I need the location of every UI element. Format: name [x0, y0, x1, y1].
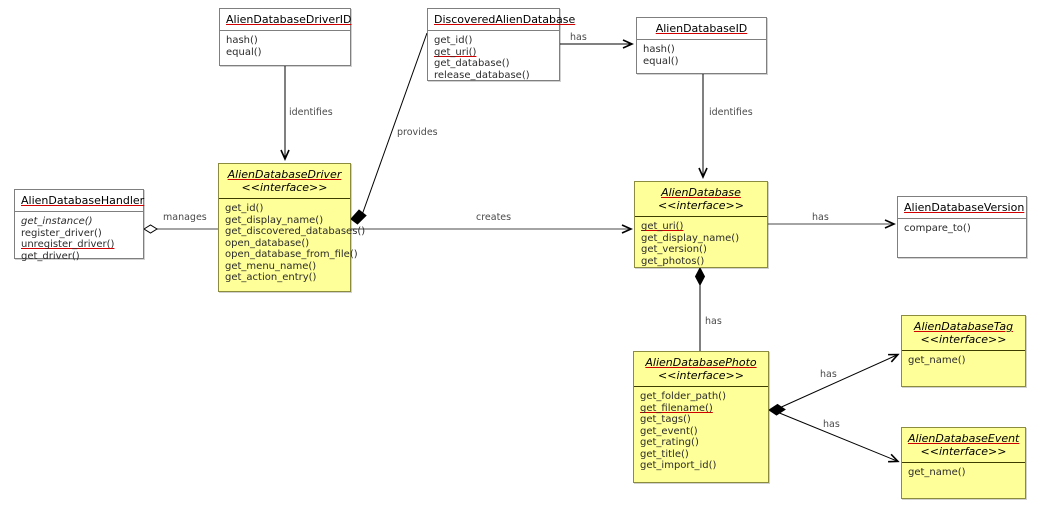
- class-member: get_id(): [225, 203, 264, 214]
- class-name-alien-database-event: AlienDatabaseEvent: [908, 432, 1020, 445]
- class-box-alien-database-tag[interactable]: AlienDatabaseTag<<interface>> get_name(): [901, 315, 1026, 387]
- class-stereotype-alien-database-event: <<interface>>: [920, 445, 1007, 458]
- class-name-alien-database-tag: AlienDatabaseTag: [913, 320, 1014, 333]
- class-box-alien-database-id[interactable]: AlienDatabaseID hash()equal(): [636, 17, 767, 74]
- class-members-alien-database-driver-id: hash()equal(): [220, 31, 350, 63]
- class-header-alien-database-driver: AlienDatabaseDriver<<interface>>: [219, 164, 350, 199]
- class-members-alien-database: get_uri()get_display_name()get_version()…: [635, 217, 767, 272]
- edge-label-creates: creates: [476, 212, 512, 223]
- class-member: open_database_from_file(): [225, 249, 358, 260]
- class-header-alien-database-tag: AlienDatabaseTag<<interface>>: [902, 316, 1025, 351]
- edge-label-has-database-id: has: [570, 32, 587, 43]
- class-name-alien-database-handler: AlienDatabaseHandler: [21, 194, 145, 207]
- connector-manages: [143, 224, 218, 234]
- class-member: get_folder_path(): [640, 391, 726, 402]
- class-member: get_tags(): [640, 414, 691, 425]
- class-member: get_driver(): [21, 250, 80, 262]
- class-header-alien-database-event: AlienDatabaseEvent<<interface>>: [902, 428, 1025, 463]
- class-member: get_name(): [908, 355, 966, 366]
- class-member: equal(): [226, 46, 262, 58]
- class-name-alien-database-driver-id: AlienDatabaseDriverID: [226, 13, 352, 26]
- class-member: get_title(): [640, 448, 689, 460]
- edge-label-provides: provides: [397, 127, 438, 138]
- class-member: open_database(): [225, 237, 310, 249]
- class-header-alien-database-photo: AlienDatabasePhoto<<interface>>: [634, 352, 768, 387]
- class-box-discovered-alien-database[interactable]: DiscoveredAlienDatabase get_id()get_uri()…: [427, 8, 576, 81]
- class-member: unregister_driver(): [21, 239, 115, 250]
- class-member: register_driver(): [21, 227, 102, 239]
- class-members-alien-database-photo: get_folder_path()get_filename()get_tags(…: [634, 387, 768, 477]
- edge-label-identifies-database: identifies: [709, 107, 753, 118]
- class-member: compare_to(): [904, 223, 971, 234]
- class-header-discovered-alien-database: DiscoveredAlienDatabase: [428, 9, 576, 31]
- class-member: get_display_name(): [641, 232, 740, 244]
- class-member: get_version(): [641, 244, 707, 255]
- class-stereotype-alien-database-driver: <<interface>>: [241, 181, 328, 194]
- edge-label-has-event: has: [823, 419, 840, 430]
- class-members-alien-database-handler: get_instance()register_driver()unregiste…: [15, 212, 143, 267]
- class-member: get_rating(): [640, 437, 699, 448]
- class-member: get_uri(): [434, 46, 477, 58]
- class-header-alien-database: AlienDatabase<<interface>>: [635, 182, 767, 217]
- edge-label-manages: manages: [163, 212, 207, 223]
- class-member: get_display_name(): [225, 214, 324, 226]
- class-member: get_name(): [908, 467, 966, 478]
- class-box-alien-database-driver[interactable]: AlienDatabaseDriver<<interface>>get_id()…: [218, 163, 366, 292]
- class-members-alien-database-id: hash()equal(): [637, 40, 766, 72]
- connector-has-photo: [694, 266, 706, 351]
- class-box-alien-database-handler[interactable]: AlienDatabaseHandler get_instance()regist…: [14, 189, 145, 262]
- class-member: release_database(): [434, 69, 530, 81]
- class-members-alien-database-tag: get_name(): [902, 351, 1025, 372]
- class-members-alien-database-version: compare_to(): [898, 219, 1026, 240]
- class-member: get_instance(): [21, 216, 93, 227]
- class-members-alien-database-event: get_name(): [902, 463, 1025, 484]
- class-header-alien-database-version: AlienDatabaseVersion: [898, 197, 1026, 219]
- class-member: get_uri(): [641, 221, 684, 232]
- class-header-alien-database-id: AlienDatabaseID: [637, 18, 766, 40]
- class-name-alien-database: AlienDatabase: [661, 186, 741, 199]
- connector-has-tag: [768, 353, 900, 416]
- class-name-alien-database-version: AlienDatabaseVersion: [904, 201, 1025, 214]
- class-member: get_database(): [434, 58, 510, 69]
- edge-label-identifies-driver: identifies: [289, 107, 333, 118]
- class-member: get_action_entry(): [225, 272, 317, 283]
- class-member: get_event(): [640, 425, 698, 437]
- class-box-alien-database-event[interactable]: AlienDatabaseEvent<<interface>> get_name(…: [901, 427, 1026, 499]
- class-stereotype-alien-database-tag: <<interface>>: [920, 333, 1007, 346]
- class-box-alien-database-photo[interactable]: AlienDatabasePhoto<<interface>>get_folde…: [633, 351, 769, 483]
- class-stereotype-alien-database: <<interface>>: [658, 199, 744, 212]
- class-box-alien-database-version[interactable]: AlienDatabaseVersion compare_to(): [897, 196, 1027, 258]
- class-member: hash(): [643, 44, 675, 55]
- class-members-alien-database-driver: get_id()get_display_name()get_discovered…: [219, 199, 366, 289]
- edge-label-has-tag: has: [820, 369, 837, 380]
- edge-label-has-version: has: [812, 212, 829, 223]
- class-member: equal(): [643, 55, 679, 67]
- class-header-alien-database-driver-id: AlienDatabaseDriverID: [220, 9, 352, 31]
- class-member: hash(): [226, 35, 258, 46]
- class-member: get_menu_name(): [225, 260, 317, 272]
- edge-label-has-photo: has: [705, 316, 722, 327]
- class-name-alien-database-id: AlienDatabaseID: [655, 22, 748, 35]
- class-box-alien-database[interactable]: AlienDatabase<<interface>> get_uri()get_d…: [634, 181, 768, 268]
- class-member: get_filename(): [640, 402, 713, 414]
- class-member: get_id(): [434, 35, 473, 46]
- class-name-discovered-alien-database: DiscoveredAlienDatabase: [434, 13, 576, 26]
- class-members-discovered-alien-database: get_id()get_uri()get_database()release_d…: [428, 31, 559, 86]
- class-member: get_discovered_databases(): [225, 226, 366, 237]
- class-box-alien-database-driver-id[interactable]: AlienDatabaseDriverID hash()equal(): [219, 8, 351, 66]
- class-name-alien-database-driver: AlienDatabaseDriver: [227, 168, 342, 181]
- class-member: get_import_id(): [640, 460, 717, 471]
- class-name-alien-database-photo: AlienDatabasePhoto: [645, 356, 757, 369]
- class-stereotype-alien-database-photo: <<interface>>: [658, 369, 744, 382]
- class-header-alien-database-handler: AlienDatabaseHandler: [15, 190, 145, 212]
- class-member: get_photos(): [641, 255, 705, 267]
